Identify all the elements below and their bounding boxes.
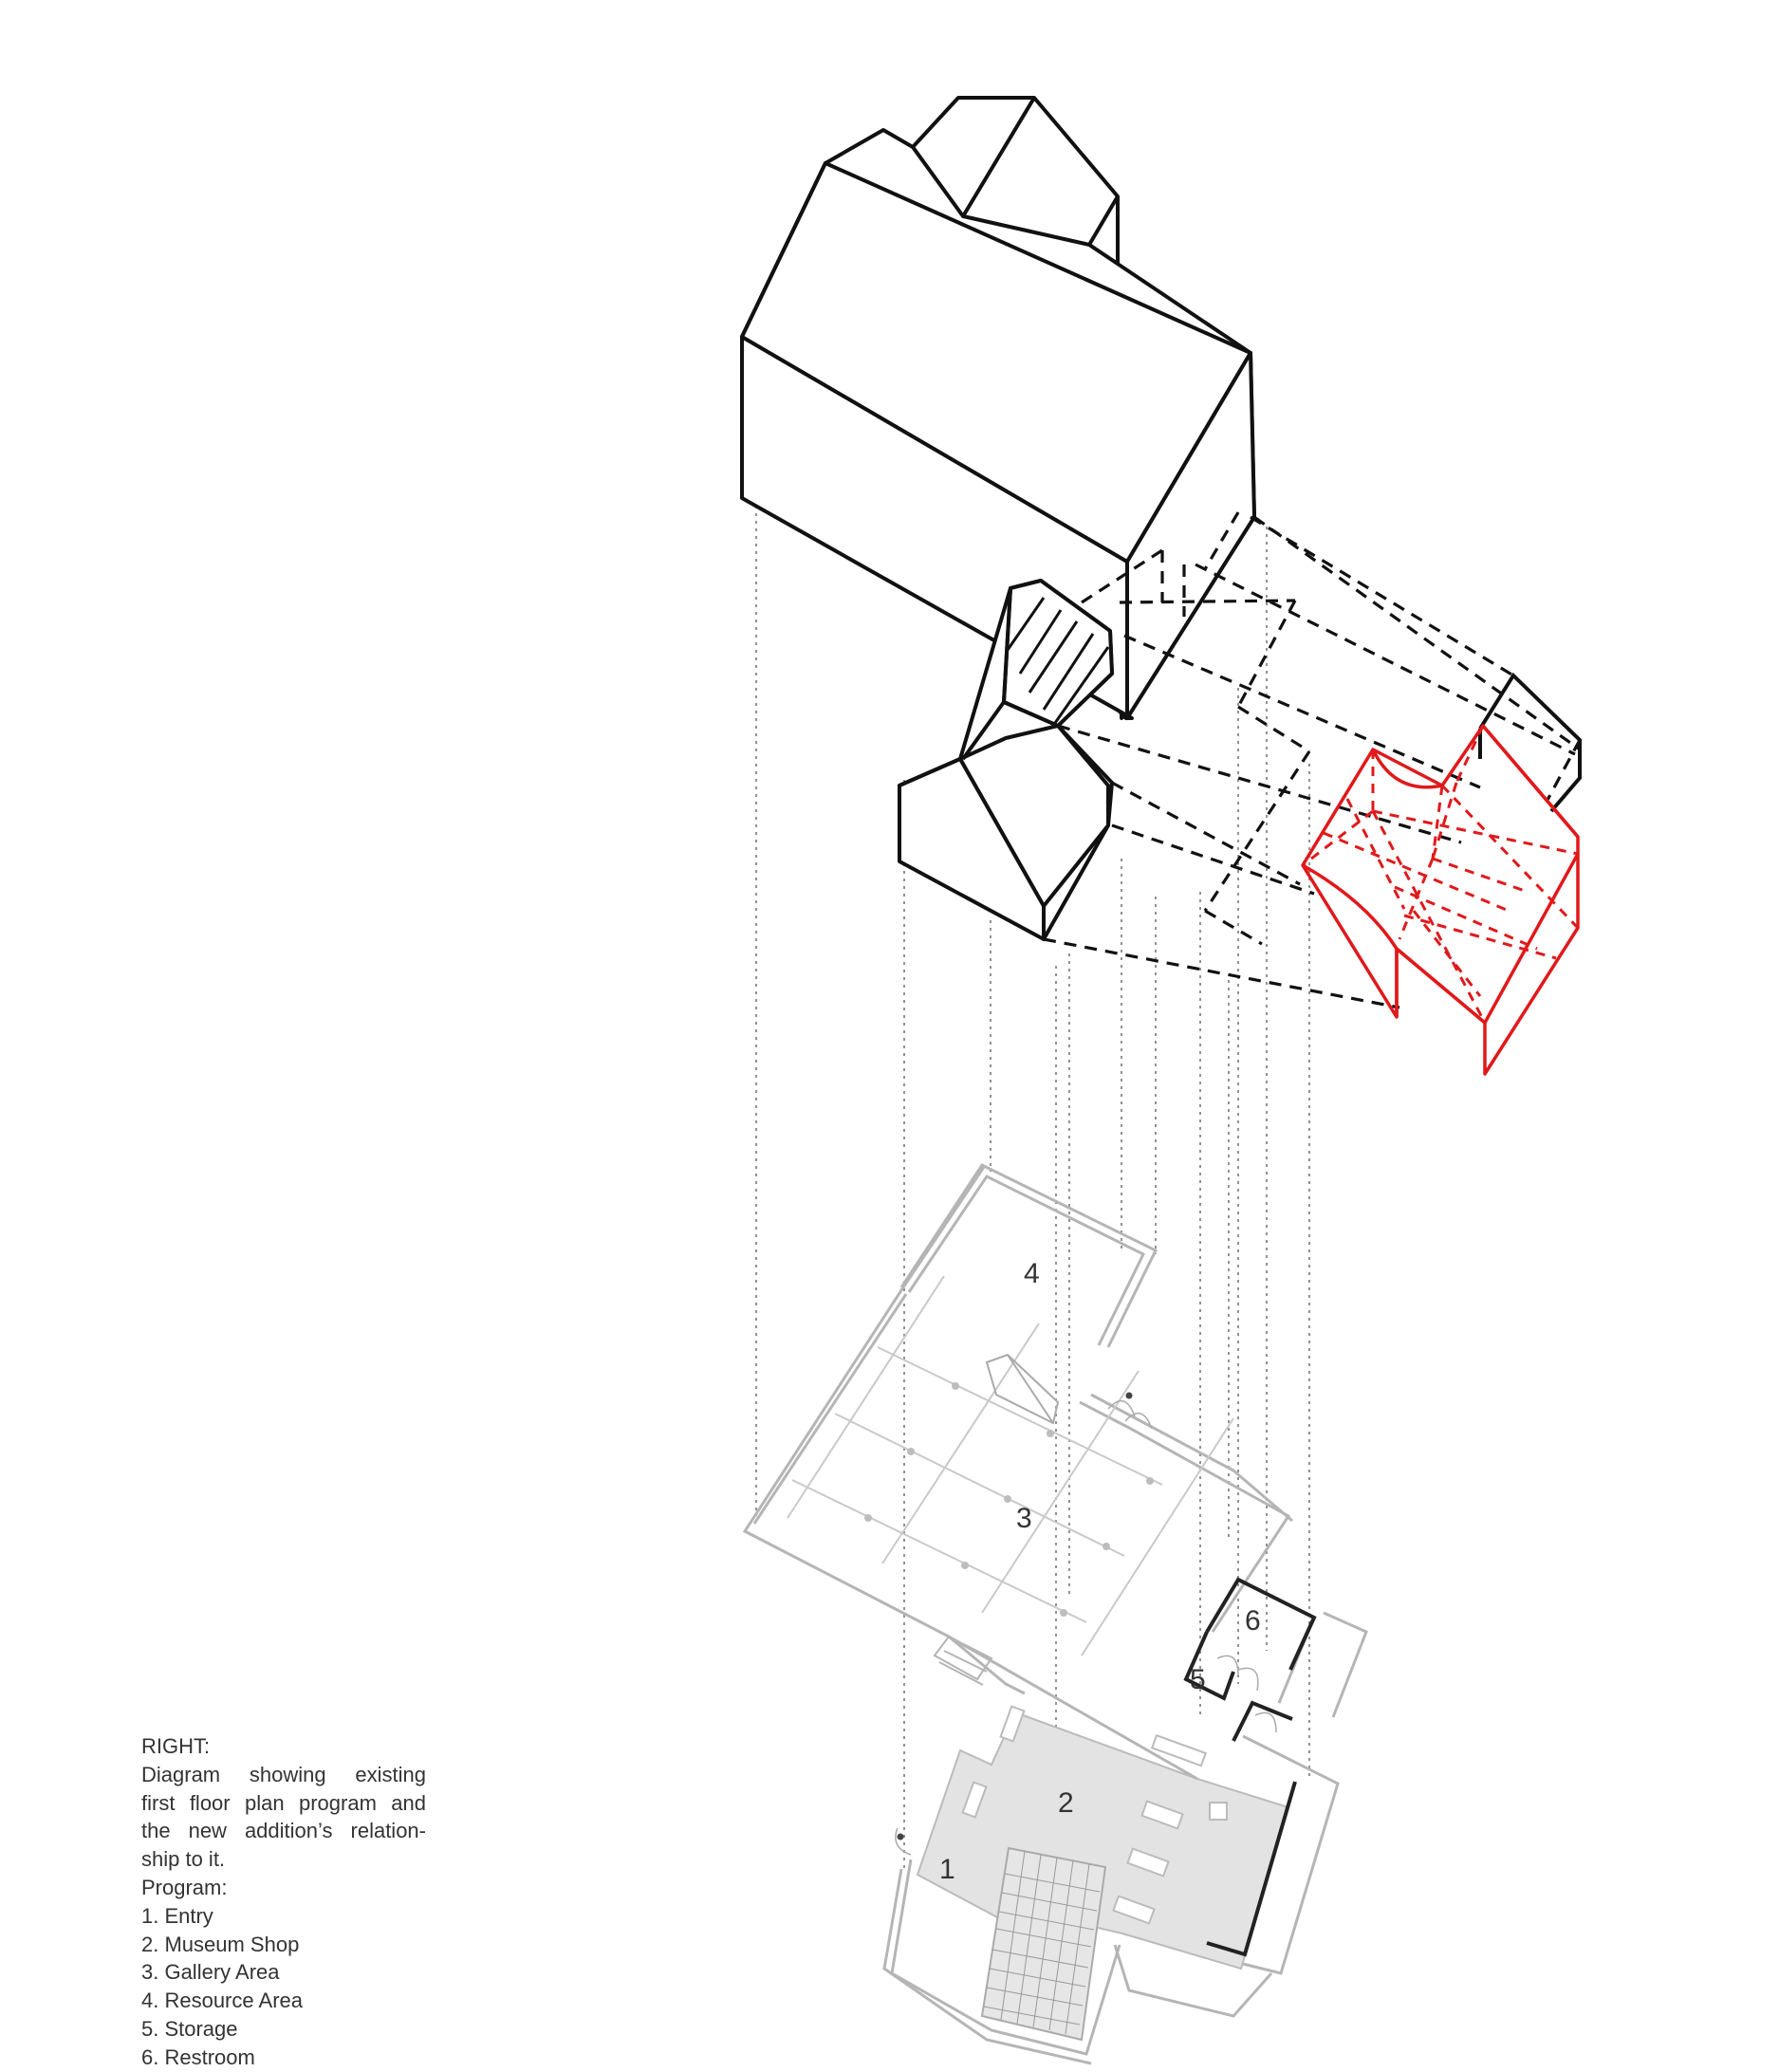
door-swings bbox=[895, 1400, 1277, 1856]
room-label-museum-shop: 2 bbox=[1058, 1787, 1074, 1819]
program-item-entry: 1. Entry bbox=[141, 1903, 213, 1928]
program-item-resource-area: 4. Resource Area bbox=[141, 1989, 303, 2013]
column-markers bbox=[864, 1382, 1154, 1617]
existing-building-axonometric bbox=[740, 96, 1256, 941]
projection-lines bbox=[755, 498, 1310, 1947]
new-addition-axonometric bbox=[1301, 724, 1580, 1076]
plan-stair bbox=[985, 1353, 1060, 1425]
room-label-entry: 1 bbox=[939, 1854, 955, 1885]
room-label-gallery-area: 3 bbox=[1016, 1503, 1032, 1534]
program-item-restroom: 6. Restroom bbox=[141, 2044, 255, 2069]
program-heading: Program: bbox=[141, 1875, 228, 1899]
first-floor-plan: 4 3 6 5 2 1 bbox=[742, 1163, 1368, 2065]
caption-heading: RIGHT: bbox=[141, 1734, 211, 1758]
shop-fixtures bbox=[961, 1705, 1228, 1925]
room-label-storage: 5 bbox=[1190, 1664, 1206, 1695]
entry-grid bbox=[980, 1846, 1107, 2042]
room-label-restroom: 6 bbox=[1245, 1605, 1261, 1637]
caption-description-line: first floor plan program and bbox=[141, 1790, 426, 1815]
plan-markers bbox=[897, 1392, 1133, 1841]
program-item-gallery-area: 3. Gallery Area bbox=[141, 1960, 280, 1985]
diagram-caption: RIGHT: Diagram showing existing first fl… bbox=[141, 1732, 426, 2072]
room-label-resource-area: 4 bbox=[1024, 1258, 1040, 1289]
caption-description-line: ship to it. bbox=[141, 1847, 226, 1872]
museum-shop-zone bbox=[916, 1711, 1290, 1970]
program-item-storage: 5. Storage bbox=[141, 2016, 238, 2041]
caption-description-line: the new addition’s relation- bbox=[141, 1819, 426, 1843]
addition-rear-block bbox=[1478, 672, 1582, 813]
exterior-steps bbox=[933, 1635, 993, 1686]
caption-description-line: Diagram showing existing bbox=[141, 1762, 426, 1786]
program-item-museum-shop: 2. Museum Shop bbox=[141, 1932, 300, 1956]
